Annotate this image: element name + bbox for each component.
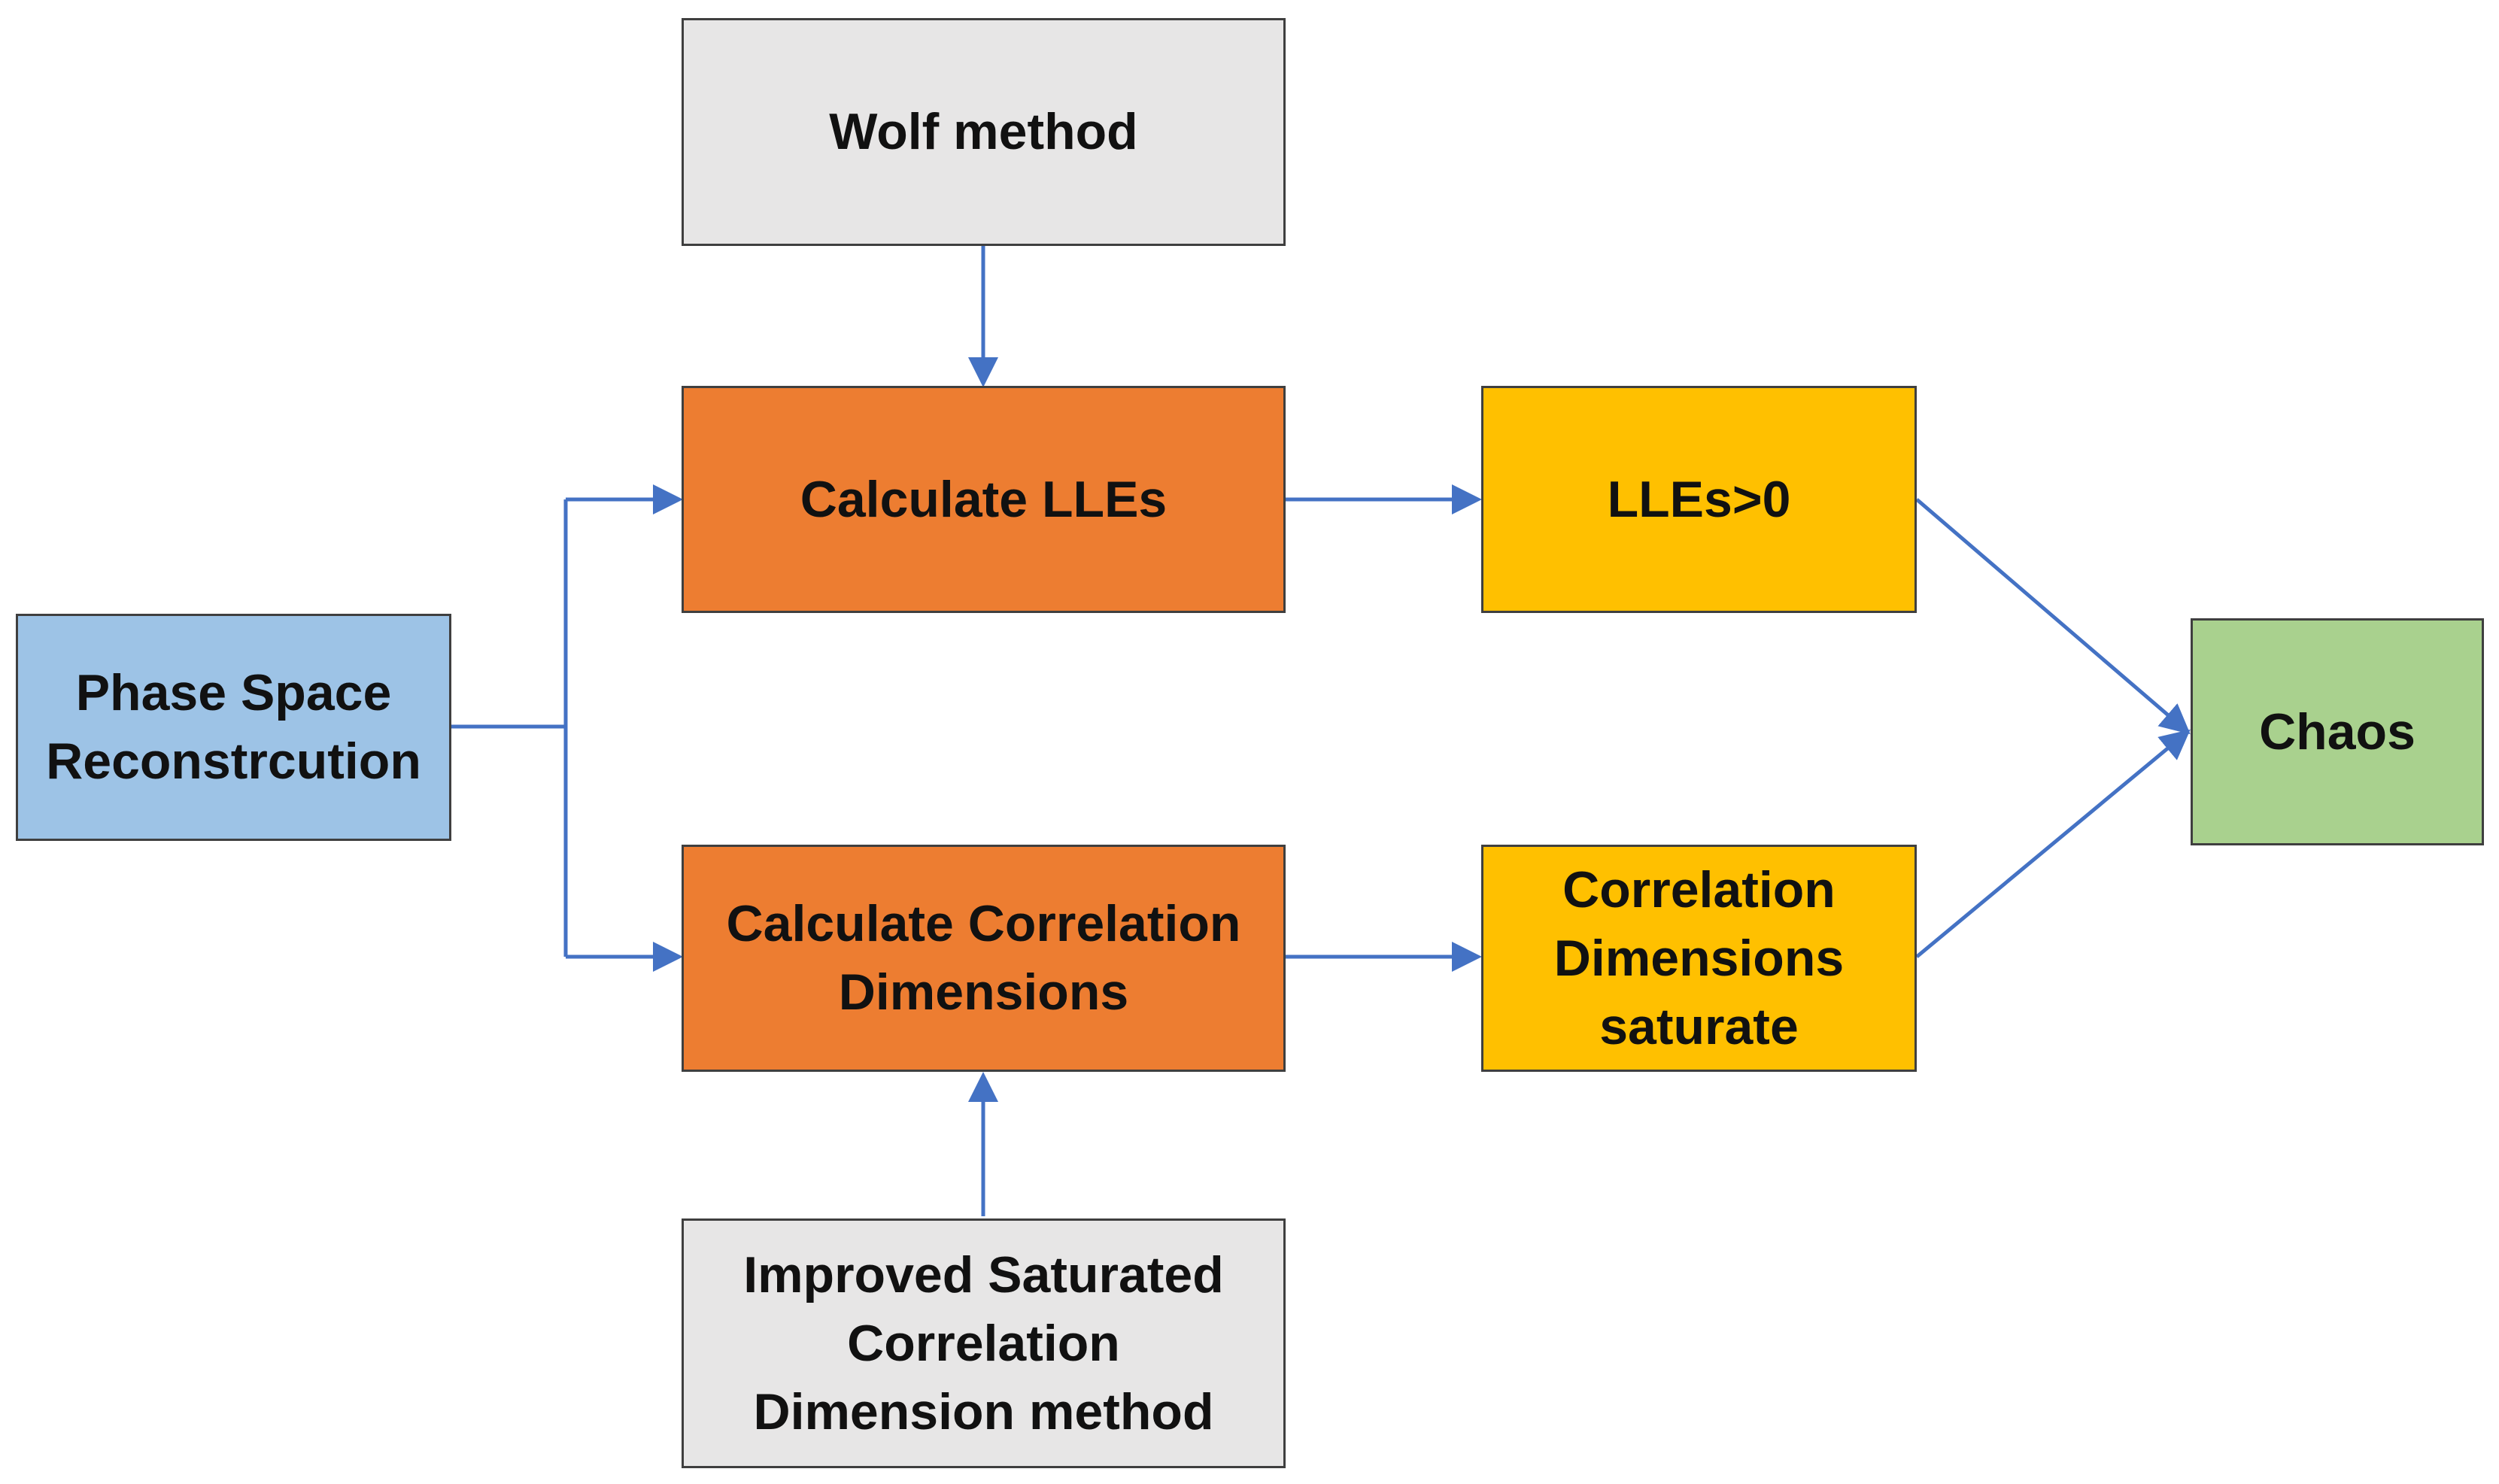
node-correlation-dimensions-saturate: Correlation Dimensions saturate [1481, 845, 1917, 1072]
node-lles-positive: LLEs>0 [1481, 386, 1917, 613]
node-chaos: Chaos [2191, 618, 2484, 845]
edge-lles-pos-to-chaos [1915, 498, 2191, 735]
node-calculate-correlation-dimensions: Calculate Correlation Dimensions [682, 845, 1286, 1072]
node-calculate-lles: Calculate LLEs [682, 386, 1286, 613]
edge-phase-space-trunk [451, 499, 568, 957]
node-wolf-method: Wolf method [682, 18, 1286, 246]
edge-cd-sat-to-chaos [1915, 729, 2191, 958]
node-improved-saturated-correlation-dimension-method: Improved Saturated Correlation Dimension… [682, 1218, 1286, 1468]
node-phase-space-reconstruction: Phase Space Reconstrcution [16, 614, 451, 841]
